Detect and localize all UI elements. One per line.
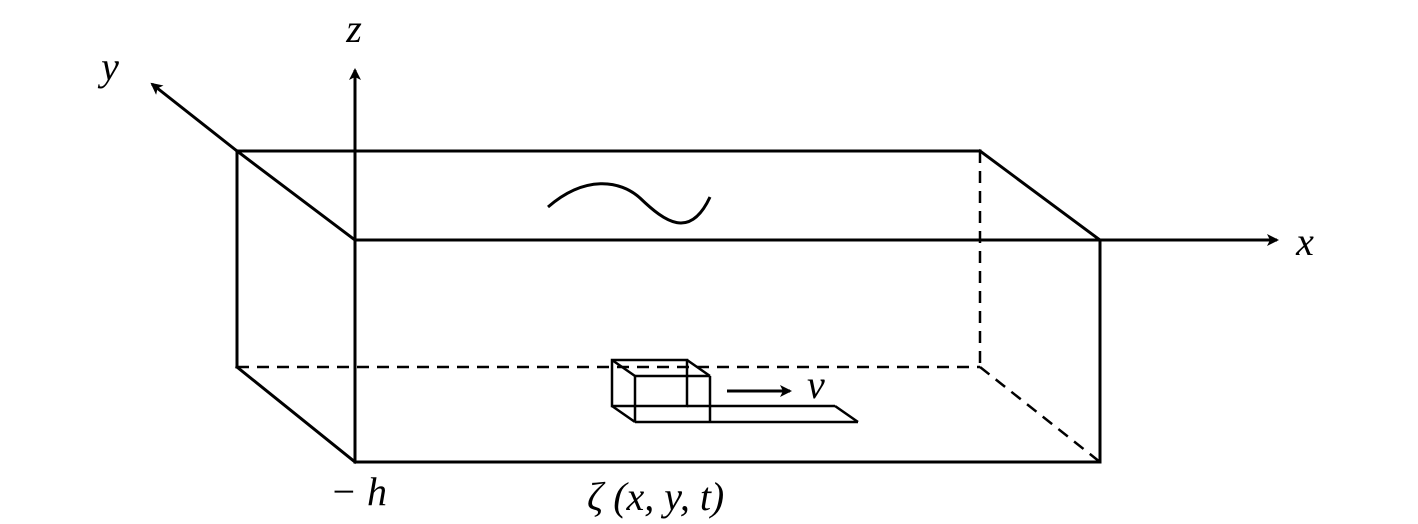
bed-strip <box>687 404 859 424</box>
tank-hidden-edges <box>237 151 1101 463</box>
z-axis-label: z <box>345 6 362 51</box>
depth-label: − h <box>330 469 387 514</box>
y-axis-label: y <box>97 44 119 89</box>
strip-end-edge <box>834 404 859 424</box>
box-bottom-left-edge <box>234 364 358 465</box>
velocity-label: v <box>807 362 825 407</box>
box-bottom-right-edge <box>979 366 1101 463</box>
box-top-right-edge <box>977 148 1103 243</box>
surface-wave <box>547 182 712 225</box>
block-top-left-edge <box>611 358 636 378</box>
x-axis-label: x <box>1295 219 1314 264</box>
block-hidden-edges <box>612 360 688 407</box>
y-axis <box>150 82 238 153</box>
block-top-right-edge <box>686 358 711 378</box>
box-top-left-edge <box>234 148 358 243</box>
moving-block <box>610 358 712 424</box>
block-bottom-left-edge <box>611 404 636 424</box>
bed-function-label: ζ (x, y, t) <box>587 474 724 519</box>
tank-box <box>234 148 1103 465</box>
